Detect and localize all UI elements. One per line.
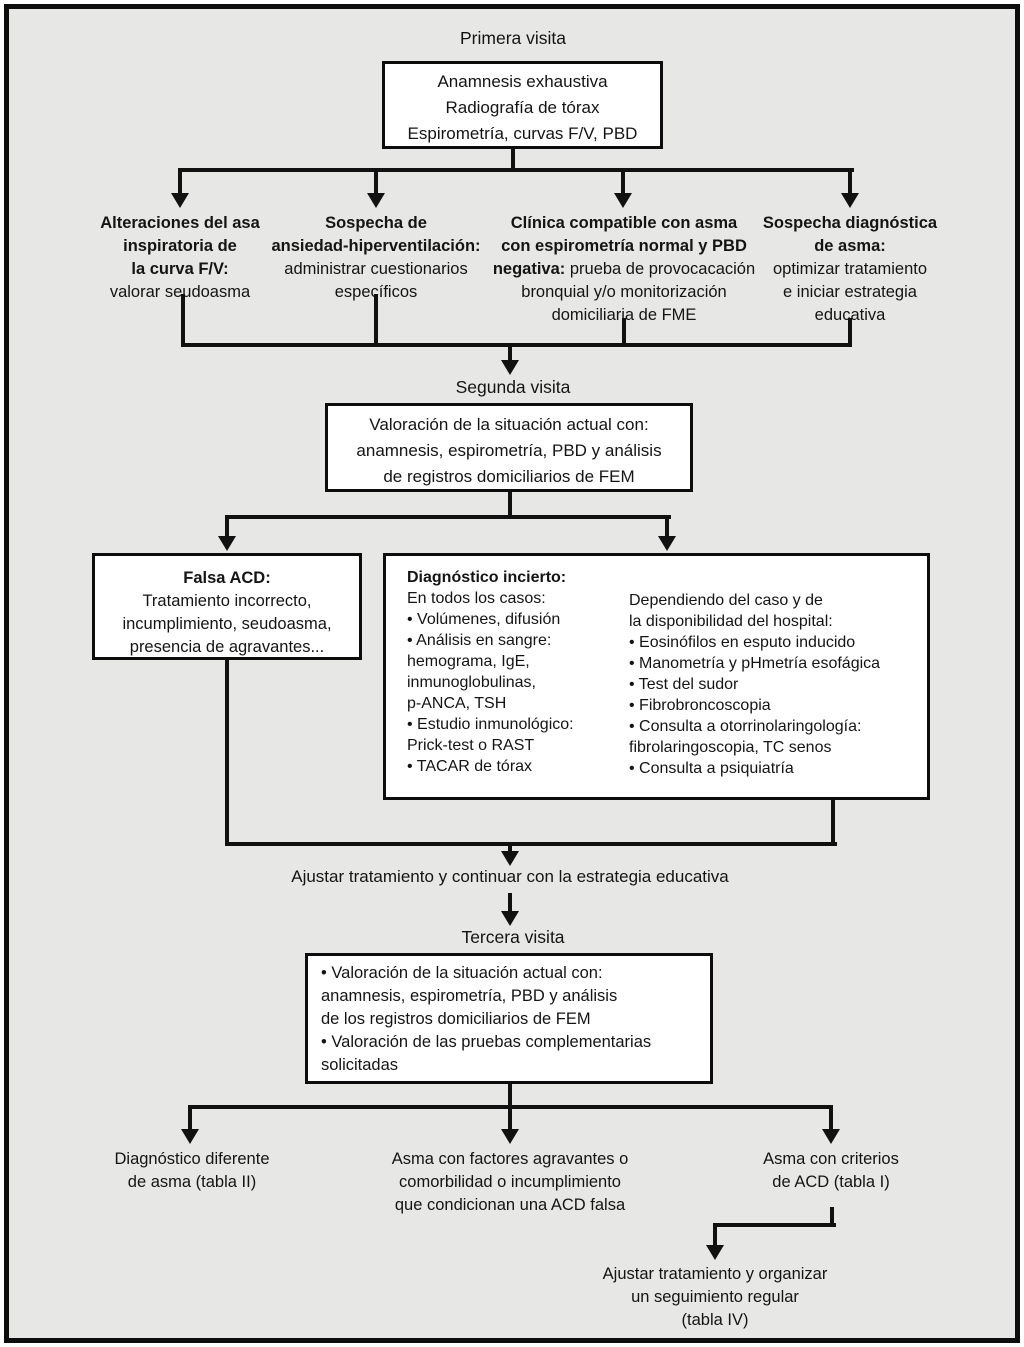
connector-line — [829, 1105, 833, 1131]
false-acd-box-text: Falsa ACD:Tratamiento incorrecto,incumpl… — [122, 569, 332, 656]
false-acd-box: Falsa ACD:Tratamiento incorrecto,incumpl… — [92, 553, 362, 660]
connector-line — [508, 893, 512, 913]
connector-arrowhead — [658, 536, 676, 551]
connector-arrowhead — [841, 193, 859, 208]
connector-line — [181, 343, 852, 347]
connector-line — [511, 149, 515, 172]
connector-arrowhead — [171, 193, 189, 208]
connector-line — [181, 294, 185, 347]
connector-line — [848, 318, 852, 347]
connector-arrowhead — [822, 1129, 840, 1144]
connector-arrowhead — [181, 1129, 199, 1144]
connector-line — [622, 318, 626, 347]
connector-line — [621, 168, 625, 195]
connector-line — [848, 168, 852, 195]
connector-line — [374, 294, 378, 347]
connector-line — [665, 515, 669, 538]
connector-arrowhead — [501, 851, 519, 866]
third-visit-box-text: • Valoración de la situación actual con:… — [321, 964, 652, 1074]
uncertain-diagnosis-box — [383, 553, 930, 800]
stage-label-segunda-visita: Segunda visita — [455, 377, 571, 397]
connector-arrowhead — [501, 360, 519, 375]
connector-arrowhead — [501, 1129, 519, 1144]
connector-line — [830, 1207, 834, 1227]
uncertain-box-left-column: Diagnóstico incierto:En todos los casos:… — [407, 569, 574, 775]
connector-arrowhead — [501, 911, 519, 926]
connector-line — [225, 515, 229, 538]
second-visit-box-text: Valoración de la situación actual con:an… — [356, 415, 662, 486]
connector-line — [225, 660, 229, 846]
connector-line — [225, 842, 837, 846]
second-visit-box: Valoración de la situación actual con:an… — [325, 403, 693, 492]
stage-label-tercera-visita: Tercera visita — [461, 927, 565, 947]
connector-arrowhead — [614, 193, 632, 208]
connector-line — [831, 800, 835, 846]
connector-line — [508, 846, 512, 854]
connector-line — [178, 168, 854, 172]
connector-arrowhead — [706, 1245, 724, 1260]
connector-line — [188, 1105, 192, 1131]
connector-line — [713, 1223, 836, 1227]
stage-label-primera-visita: Primera visita — [460, 28, 566, 48]
connector-arrowhead — [367, 193, 385, 208]
connector-line — [225, 515, 671, 519]
connector-arrowhead — [218, 536, 236, 551]
connector-line — [374, 168, 378, 195]
connector-line — [178, 168, 182, 195]
connector-line — [508, 1105, 512, 1131]
third-visit-box: • Valoración de la situación actual con:… — [305, 953, 713, 1084]
connector-line — [508, 347, 512, 361]
connector-line — [508, 492, 512, 519]
adjust-treatment-label: Ajustar tratamiento y continuar con la e… — [291, 867, 729, 886]
connector-line — [713, 1223, 717, 1247]
connector-line — [508, 1084, 512, 1109]
